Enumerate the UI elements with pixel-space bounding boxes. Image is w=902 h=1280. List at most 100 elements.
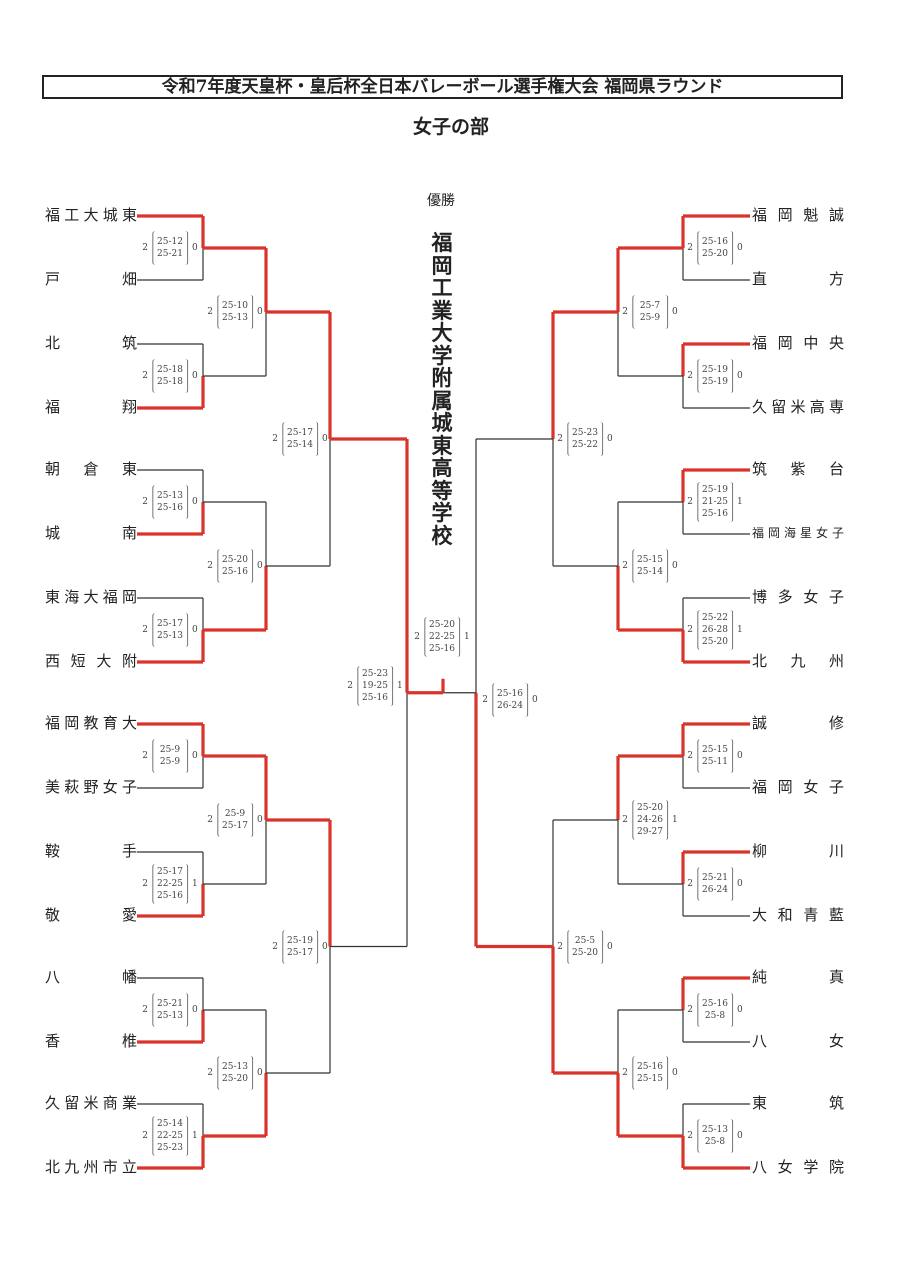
sets-won-b: 0 — [192, 1005, 198, 1015]
set-score: 25-16 — [157, 503, 183, 513]
set-score: 25-13 — [157, 491, 183, 501]
sets-won-a: 2 — [622, 561, 628, 571]
sets-won-a: 2 — [687, 243, 693, 253]
sets-won-b: 1 — [397, 681, 403, 691]
set-score: 25-17 — [287, 947, 313, 958]
set-score: 22-25 — [157, 879, 183, 889]
sets-won-b: 0 — [192, 371, 198, 381]
set-score: 25-18 — [157, 377, 183, 387]
team-name: 誠修 — [752, 714, 844, 732]
team-name: 直方 — [752, 270, 844, 288]
sets-won-b: 0 — [192, 243, 198, 253]
set-score: 25-13 — [702, 1125, 728, 1135]
division-title: 女子の部 — [412, 116, 489, 138]
team-name: 北九州 — [752, 652, 844, 670]
team-name: 福工大城東 — [45, 206, 137, 224]
team-name: 朝倉東 — [45, 460, 137, 478]
set-score: 25-19 — [702, 365, 728, 375]
team-name: 八女 — [752, 1032, 844, 1050]
sets-won-a: 2 — [142, 497, 148, 507]
sets-won-a: 2 — [142, 751, 148, 761]
set-scores: 25-17 25-14 — [282, 422, 318, 456]
team-name: 城南 — [45, 524, 137, 542]
sets-won-b: 0 — [322, 434, 328, 444]
set-score: 25-14 — [157, 1119, 183, 1129]
sets-won-a: 2 — [557, 941, 563, 952]
sets-won-a: 2 — [142, 243, 148, 253]
set-score: 25-9 — [159, 745, 181, 755]
set-score: 25-17 — [157, 867, 183, 877]
sets-won-b: 0 — [737, 1005, 743, 1015]
sets-won-b: 0 — [532, 695, 538, 705]
sets-won-b: 1 — [737, 497, 743, 507]
sets-won-b: 0 — [737, 751, 743, 761]
sets-won-a: 2 — [142, 371, 148, 381]
set-score: 25-21 — [157, 249, 183, 259]
set-score: 25-5 — [574, 935, 596, 946]
set-score: 25-20 — [702, 637, 728, 647]
set-score: 22-25 — [429, 632, 455, 642]
set-scores: 25-17 22-25 25-16 — [152, 864, 188, 904]
sets-won-a: 2 — [622, 307, 628, 317]
sets-won-b: 1 — [737, 625, 743, 635]
set-score: 25-7 — [639, 301, 661, 311]
champion-label: 優勝 — [427, 193, 455, 209]
sets-won-a: 2 — [207, 1068, 213, 1078]
set-score: 25-16 — [497, 689, 523, 699]
team-name: 福岡中央 — [752, 334, 844, 352]
set-score: 26-28 — [702, 625, 728, 635]
sets-won-a: 2 — [687, 497, 693, 507]
sets-won-b: 0 — [672, 307, 678, 317]
sets-won-b: 0 — [607, 941, 613, 952]
set-score: 25-23 — [572, 428, 598, 438]
team-name: 鞍手 — [45, 842, 137, 860]
set-score: 25-16 — [157, 891, 183, 901]
set-score: 25-17 — [157, 619, 183, 629]
set-score: 25-20 — [429, 620, 455, 630]
tournament-title: 令和7年度天皇杯・皇后杯全日本バレーボール選手権大会 福岡県ラウンド — [42, 75, 843, 99]
sets-won-b: 0 — [672, 561, 678, 571]
team-name: 久留米商業 — [45, 1094, 137, 1112]
sets-won-b: 1 — [192, 1131, 198, 1141]
set-score: 25-17 — [222, 821, 248, 831]
sets-won-a: 2 — [687, 1005, 693, 1015]
sets-won-b: 0 — [192, 751, 198, 761]
sets-won-b: 0 — [257, 1068, 263, 1078]
team-name: 北九州市立 — [45, 1158, 137, 1176]
sets-won-a: 2 — [142, 625, 148, 635]
team-name: 美萩野女子 — [45, 778, 137, 796]
team-name: 香椎 — [45, 1032, 137, 1050]
set-score: 25-17 — [287, 428, 313, 438]
sets-won-a: 2 — [687, 751, 693, 761]
set-score: 29-27 — [637, 827, 663, 837]
sets-won-a: 2 — [557, 434, 563, 444]
set-score: 25-20 — [572, 947, 598, 958]
sets-won-b: 0 — [192, 625, 198, 635]
set-score: 25-9 — [159, 757, 181, 767]
match-score: 2 25-9 25-9 0 — [142, 739, 198, 773]
set-score: 25-23 — [362, 669, 388, 679]
set-score: 25-15 — [702, 745, 728, 755]
team-name: 北筑 — [45, 334, 137, 352]
set-score: 25-14 — [287, 440, 313, 450]
